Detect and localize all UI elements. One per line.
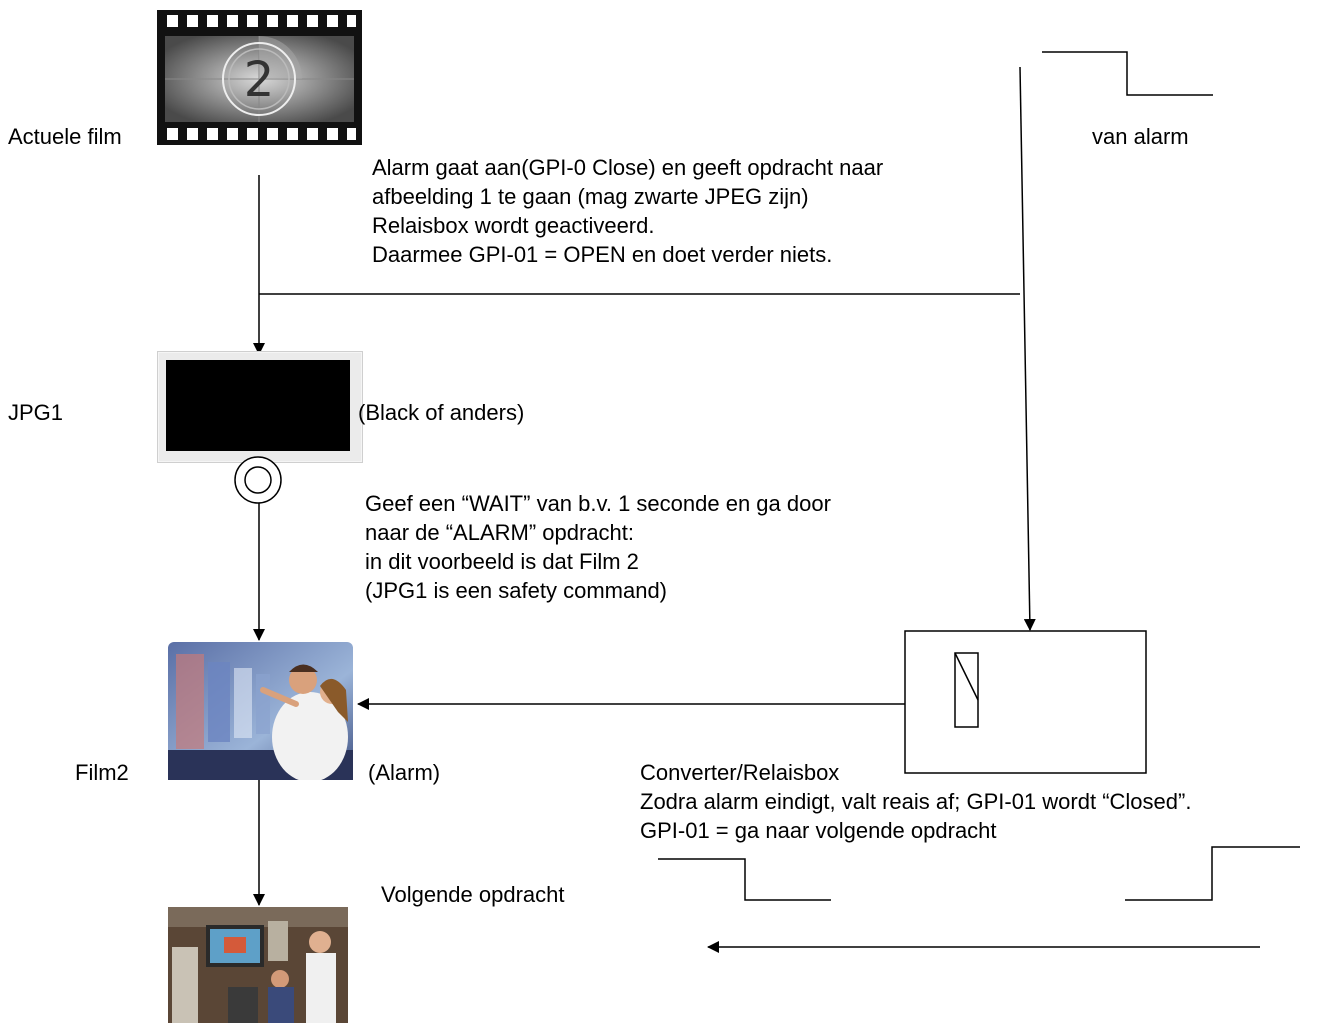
label-alarm: (Alarm): [368, 760, 441, 785]
alarm-text-line: Daarmee GPI-01 = OPEN en doet verder nie…: [372, 242, 833, 267]
wait-text-line: (JPG1 is een safety command): [365, 578, 668, 603]
converter-text-line: GPI-01 = ga naar volgende opdracht: [640, 818, 997, 843]
wait-text-line: in dit voorbeeld is dat Film 2: [365, 549, 639, 574]
alarm-description: Alarm gaat aan(GPI-0 Close) en geeft opd…: [372, 153, 883, 269]
film2-alarm-photo: [168, 642, 353, 780]
alarm-text-line: Relaisbox wordt geactiveerd.: [372, 213, 655, 238]
label-actuele-film: Actuele film: [8, 124, 122, 149]
label-van-alarm: van alarm: [1092, 124, 1189, 149]
countdown-number: 2: [244, 52, 275, 108]
wait-description: Geef een “WAIT” van b.v. 1 seconde en ga…: [365, 489, 831, 605]
release-signal-waveform-right: [1125, 846, 1300, 901]
release-signal-waveform-left: [658, 858, 831, 901]
label-volgende-opdracht: Volgende opdracht: [381, 882, 565, 907]
alarm-text-line: Alarm gaat aan(GPI-0 Close) en geeft opd…: [372, 155, 884, 180]
converter-text-line: Converter/Relaisbox: [640, 760, 840, 785]
film-countdown-icon: 2: [157, 10, 362, 145]
label-film2: Film2: [75, 760, 129, 785]
converter-text-line: Zodra alarm eindigt, valt reais af; GPI-…: [640, 789, 1192, 814]
label-black-of-anders: (Black of anders): [358, 400, 525, 425]
wait-timer-icon: [234, 456, 282, 504]
alarm-to-relaisbox-arrow: [1019, 66, 1036, 631]
wait-text-line: Geef een “WAIT” van b.v. 1 seconde en ga…: [365, 491, 831, 516]
label-jpg1: JPG1: [8, 400, 64, 425]
black-screen-icon: [157, 351, 363, 463]
wait-text-line: naar de “ALARM” opdracht:: [365, 520, 635, 545]
relaisbox: [904, 630, 1147, 774]
relay-switch-icon: [954, 652, 979, 728]
next-instruction-photo: [168, 907, 348, 1023]
alarm-text-line: afbeelding 1 te gaan (mag zwarte JPEG zi…: [372, 184, 809, 209]
alarm-signal-waveform: [1042, 51, 1213, 96]
converter-description: Converter/Relaisbox Zodra alarm eindigt,…: [640, 758, 1191, 845]
